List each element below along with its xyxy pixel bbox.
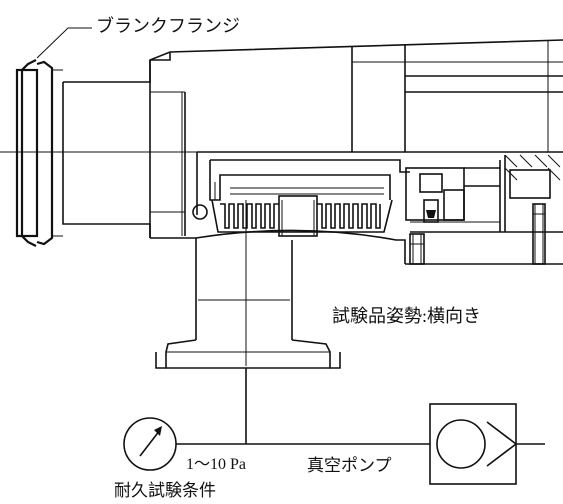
internal-mechanism bbox=[192, 154, 563, 265]
blank-flange bbox=[15, 59, 63, 247]
piping bbox=[176, 368, 545, 445]
hatch-area bbox=[504, 154, 561, 181]
vertical-body bbox=[155, 229, 406, 369]
flange-leader-line bbox=[36, 27, 92, 59]
pressure-gauge-icon bbox=[123, 417, 177, 471]
specimen-orientation-label: 試験品姿勢:横向き bbox=[332, 306, 482, 326]
endurance-conditions-label: 耐久試験条件 bbox=[114, 481, 216, 500]
blank-flange-label: ブランクフランジ bbox=[96, 16, 240, 36]
bellows bbox=[211, 195, 393, 237]
vacuum-pump-icon bbox=[429, 403, 518, 485]
upper-housing bbox=[150, 40, 563, 215]
pressure-label: 1～10 Pa bbox=[186, 456, 247, 473]
vacuum-pump-label: 真空ポンプ bbox=[307, 456, 392, 475]
horizontal-body bbox=[62, 39, 563, 239]
